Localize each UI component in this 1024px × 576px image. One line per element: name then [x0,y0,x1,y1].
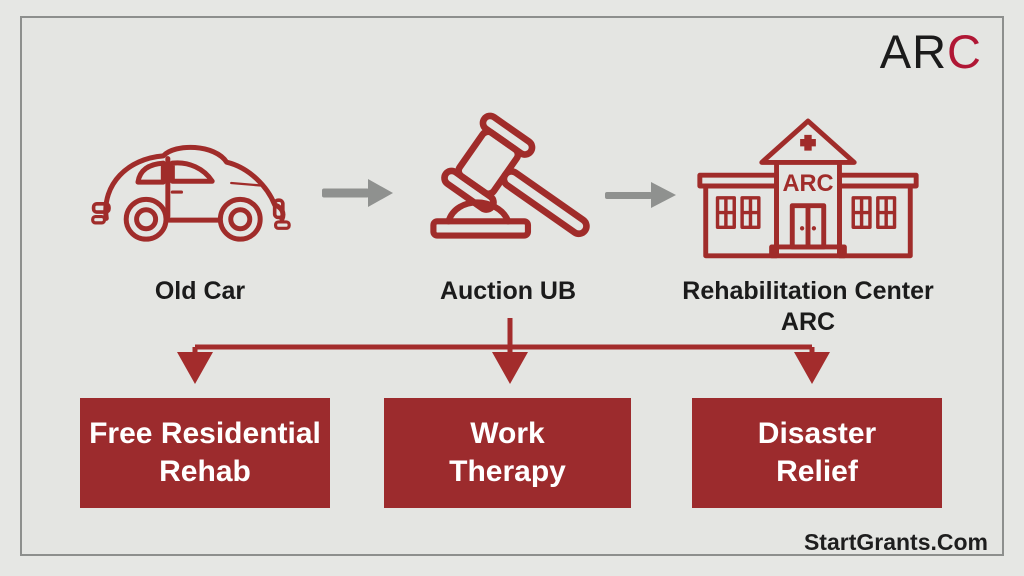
down-arrow-icon [177,352,213,384]
down-arrow-icon [794,352,830,384]
rehab-building-icon: ARC [697,118,919,259]
outcome-box-free-residential-rehab: Free Residential Rehab [80,398,330,508]
down-arrow-icon [492,352,528,384]
gavel-icon [430,112,590,239]
old-car-icon [91,144,291,242]
arc-logo-suffix: C [947,25,982,78]
footer-credit: StartGrants.Com [803,529,988,555]
outcome-box-work-therapy: Work Therapy [384,398,631,508]
branch-connector [177,318,830,384]
auction-label: Auction UB [439,277,577,305]
outcome-box-disaster-relief: Disaster Relief [692,398,942,508]
old-car-label: Old Car [154,277,246,305]
flow-arrow-icon [322,179,393,207]
arc-logo: ARC [880,28,982,75]
building-sign-text: ARC [782,171,833,197]
flow-arrow-icon [605,182,676,208]
arc-logo-prefix: AR [879,25,948,78]
rehab-center-label: Rehabilitation Center ARC [682,277,934,336]
